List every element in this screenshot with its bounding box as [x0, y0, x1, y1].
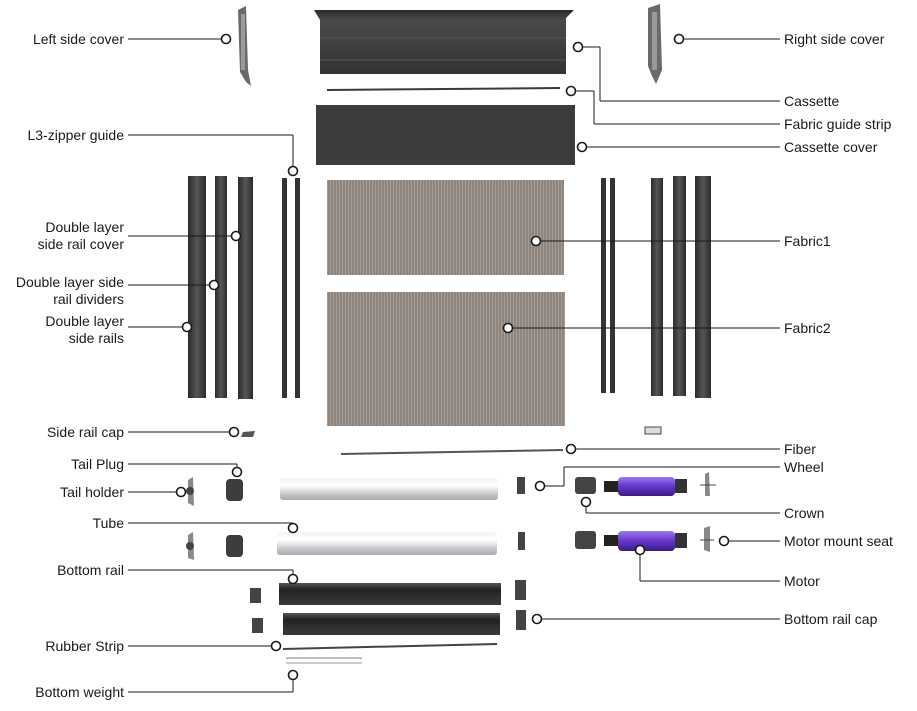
fabric-guide-strip-part [326, 87, 561, 91]
right-side-rails-group [601, 176, 711, 398]
label-rubber-strip: Rubber Strip [45, 638, 124, 654]
label-right-side-cover: Right side cover [784, 31, 885, 47]
label-fabric2: Fabric2 [784, 320, 831, 336]
label-bottom-rail: Bottom rail [57, 562, 124, 578]
label-side-rail-cap: Side rail cap [46, 424, 124, 440]
left-side-rails-group [188, 176, 300, 399]
marker-circles [175, 33, 730, 681]
fiber-part [340, 449, 564, 455]
side-rail-cap-right [644, 426, 662, 435]
label-line: rail dividers [53, 291, 124, 307]
label-tube: Tube [92, 515, 124, 531]
label-line: side rail cover [37, 236, 124, 252]
label-double-layer-side-rail-cover: Double layer side rail cover [38, 219, 124, 253]
fabric1-part [327, 180, 564, 275]
label-motor: Motor [784, 573, 820, 589]
label-fabric-guide-strip: Fabric guide strip [784, 116, 892, 132]
label-crown: Crown [784, 505, 825, 521]
label-tail-plug: Tail Plug [71, 456, 124, 472]
right-side-cover-part [648, 4, 662, 84]
left-side-cover-part [238, 6, 251, 86]
label-bottom-weight: Bottom weight [35, 684, 124, 700]
rubber-strip-part [282, 643, 498, 650]
label-tail-holder: Tail holder [60, 484, 124, 500]
cassette-part [314, 10, 574, 74]
label-line: side rails [68, 330, 124, 346]
label-l3-zipper-guide: L3-zipper guide [27, 127, 124, 143]
label-wheel: Wheel [784, 459, 824, 475]
label-left-side-cover: Left side cover [32, 31, 124, 47]
label-line: Double layer side [15, 274, 124, 290]
label-cassette: Cassette [784, 93, 840, 109]
label-double-layer-side-rail-dividers: Double layer side rail dividers [16, 274, 124, 308]
cassette-cover-part [316, 105, 575, 165]
label-line: Double layer [45, 313, 124, 329]
bottom-weight-part [286, 657, 362, 664]
label-motor-mount-seat: Motor mount seat [784, 533, 893, 549]
fabric2-part [327, 292, 565, 426]
side-rail-cap-left [241, 431, 255, 437]
label-double-layer-side-rails: Double layer side rails [45, 313, 124, 347]
label-line: Double layer [45, 219, 124, 235]
label-fabric1: Fabric1 [784, 233, 831, 249]
label-fiber: Fiber [784, 441, 816, 457]
label-cassette-cover: Cassette cover [784, 139, 878, 155]
leader-lines [128, 38, 780, 693]
label-bottom-rail-cap: Bottom rail cap [784, 611, 878, 627]
drive-assembly-top [186, 472, 716, 506]
bottom-rail-group [250, 580, 526, 635]
drive-assembly-bottom [186, 526, 714, 560]
